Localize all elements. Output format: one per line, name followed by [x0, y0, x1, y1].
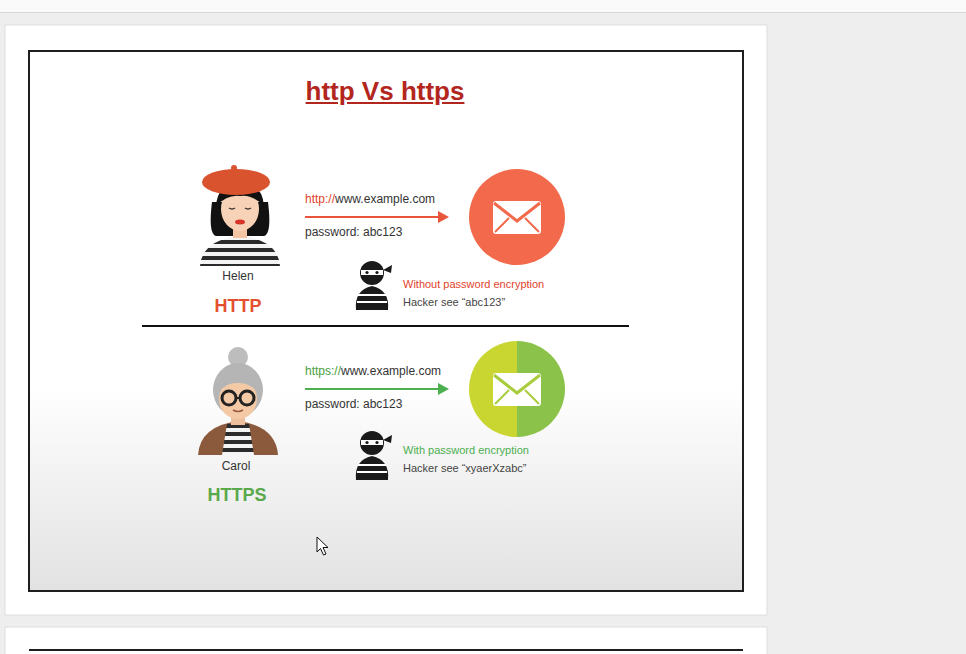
envelope-folds: [495, 218, 539, 232]
glasses: [222, 391, 236, 405]
mouth: [233, 410, 243, 412]
hacker-view: Hacker see “abc123”: [403, 296, 505, 309]
mail-circle: [469, 169, 565, 265]
mail-icon: [469, 169, 565, 265]
mouse-cursor: [317, 537, 328, 555]
password-text: password: abc123: [305, 226, 402, 240]
url-host: www.example.com: [335, 193, 435, 207]
person-name: Carol: [222, 460, 251, 474]
divider-line: [142, 325, 629, 327]
hacker-view: Hacker see “xyaerXzabc”: [403, 462, 527, 475]
hacker-mask: [361, 440, 383, 445]
hacker-mask: [361, 270, 383, 275]
toolbar: [0, 0, 966, 12]
hacker-stripes: [357, 295, 387, 302]
envelope: [493, 373, 541, 406]
envelope-flap: [494, 203, 540, 221]
envelope: [493, 201, 541, 234]
hacker-body: [356, 456, 388, 480]
shirt: [222, 424, 254, 455]
glasses: [240, 391, 254, 405]
hacker-eye: [375, 441, 378, 444]
hacker-stripes: [357, 465, 387, 472]
hair-front: [218, 370, 258, 392]
envelope-flap: [494, 375, 540, 393]
url-scheme: http://: [305, 193, 335, 207]
eyes: [229, 208, 251, 209]
password-text: password: abc123: [305, 398, 402, 412]
hacker-head: [360, 261, 384, 285]
hacker-note: With password encryption: [403, 444, 529, 457]
url-host: www.example.com: [341, 365, 441, 379]
mail-icon: [469, 341, 565, 437]
person-name: Helen: [222, 270, 253, 284]
striped-shirt: [200, 236, 280, 266]
mask-knot: [383, 435, 392, 443]
lips: [235, 220, 245, 225]
slide-title: http Vs https: [306, 77, 465, 107]
hacker-note: Without password encryption: [403, 278, 544, 291]
hacker-body: [356, 286, 388, 310]
hacker-eye: [365, 271, 368, 274]
arrow-head: [438, 211, 449, 223]
pdf-page: [5, 25, 767, 615]
hacker-icon: [356, 261, 392, 310]
request-arrow: [305, 388, 440, 390]
hacker-eye: [375, 271, 378, 274]
cardigan: [198, 421, 278, 455]
request-arrow: [305, 216, 440, 218]
next-page: [5, 627, 767, 654]
protocol-label: HTTP: [215, 296, 262, 317]
glasses-bridge: [236, 397, 240, 399]
protocol-label: HTTPS: [207, 485, 266, 506]
hacker-eye: [365, 441, 368, 444]
hacker-head: [360, 431, 384, 455]
beret-stem: [231, 165, 237, 171]
slide-frame: [29, 51, 743, 591]
helen-figure: [200, 165, 280, 266]
next-slide-frame: [29, 649, 743, 651]
hacker-icon: [356, 431, 392, 480]
url-scheme: https://: [305, 365, 341, 379]
arrow-head: [438, 383, 449, 395]
mask-knot: [383, 265, 392, 273]
envelope-folds: [495, 390, 539, 404]
toolbar-border: [0, 12, 966, 13]
beret: [202, 169, 270, 195]
carol-figure: [198, 347, 278, 455]
